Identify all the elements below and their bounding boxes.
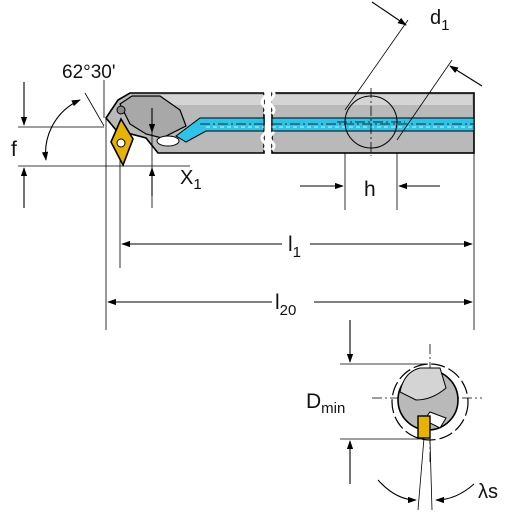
dim-lambda-arc (377, 479, 417, 504)
label-dmin: Dmin (306, 390, 345, 417)
label-lambda-s: λs (478, 481, 498, 503)
insert-screw-hole (116, 138, 126, 148)
section-centerlines (337, 88, 405, 156)
label-d1: d1 (430, 7, 449, 34)
boring-bar-side-view (105, 88, 475, 167)
dim-d1-leader-left (344, 19, 409, 111)
shank-highlight (130, 95, 264, 105)
insert-pocket (119, 95, 187, 139)
labels: 62°30' f X1 d1 h l1 l20 Dmin λs (11, 7, 498, 503)
clamp-screw (116, 105, 126, 115)
dimension-lines (18, 1, 483, 330)
break-mark (260, 88, 268, 152)
end-view (340, 320, 482, 511)
label-angle: 62°30' (62, 62, 116, 83)
coolant-outlet (156, 135, 180, 147)
dim-angle-arc (41, 99, 81, 161)
label-h: h (364, 178, 376, 201)
label-l1: l1 (288, 233, 301, 261)
label-l20: l20 (275, 291, 296, 319)
end-view-insert (417, 415, 431, 439)
label-x1: X1 (180, 167, 202, 193)
label-f: f (11, 138, 17, 161)
dim-d1-leader-right (396, 59, 453, 141)
end-view-flat (399, 367, 447, 401)
